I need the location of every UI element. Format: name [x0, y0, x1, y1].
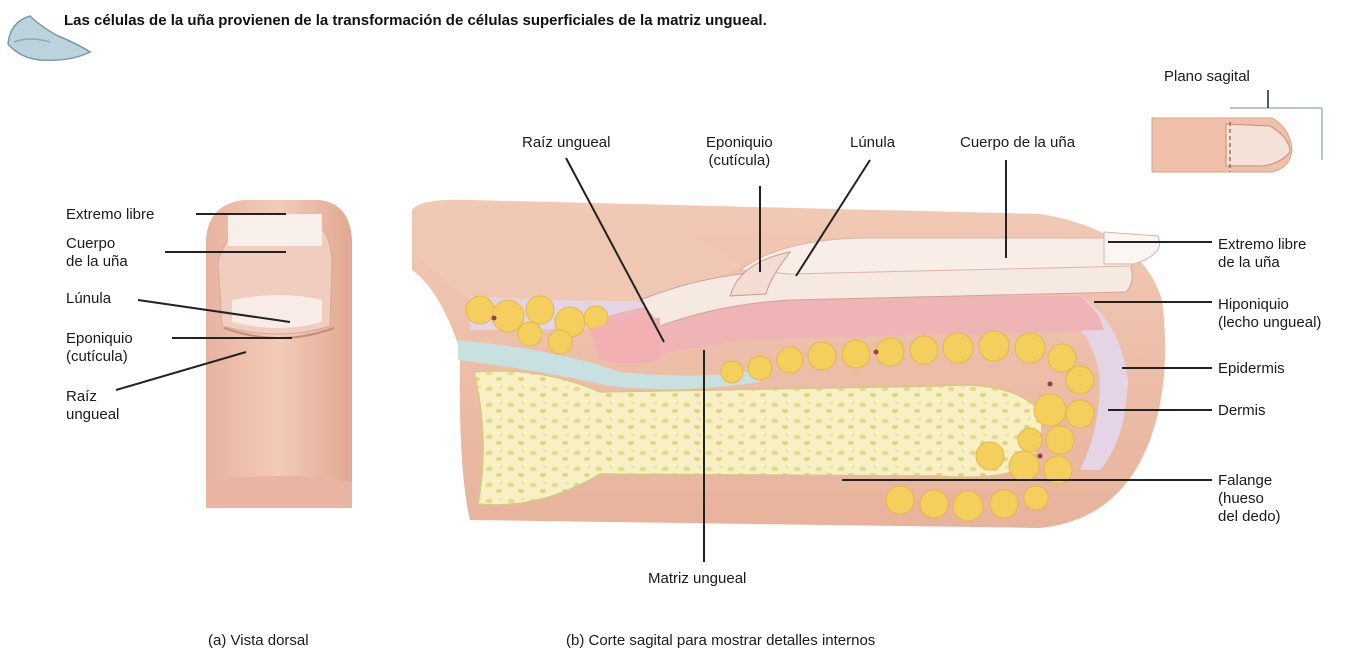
label-sagittal-nail-root: Raíz ungueal — [522, 134, 610, 152]
sagittal-section — [412, 200, 1165, 528]
label-dorsal-nail-root: Raíz ungueal — [66, 388, 119, 424]
label-dorsal-free-edge: Extremo libre — [66, 206, 154, 224]
label-sagittal-eponychium: Eponiquio (cutícula) — [706, 134, 773, 170]
label-sagittal-epidermis: Epidermis — [1218, 360, 1285, 378]
label-sagittal-dermis: Dermis — [1218, 402, 1266, 420]
inset-finger — [1152, 90, 1322, 172]
dorsal-finger — [206, 200, 352, 508]
label-sagittal-free-edge: Extremo libre de la uña — [1218, 236, 1306, 272]
label-sagittal-phalanx: Falange (hueso del dedo) — [1218, 472, 1281, 526]
label-dorsal-nail-body: Cuerpo de la uña — [66, 235, 128, 271]
label-sagittal-plane: Plano sagital — [1164, 68, 1250, 86]
label-sagittal-hyponychium: Hiponiquio (lecho ungueal) — [1218, 296, 1321, 332]
label-dorsal-lunula: Lúnula — [66, 290, 111, 308]
label-dorsal-eponychium: Eponiquio (cutícula) — [66, 330, 133, 366]
caption-dorsal-view: (a) Vista dorsal — [208, 632, 309, 649]
label-sagittal-nail-body: Cuerpo de la uña — [960, 134, 1075, 152]
caption-sagittal-view: (b) Corte sagital para mostrar detalles … — [566, 632, 875, 649]
label-sagittal-lunula: Lúnula — [850, 134, 895, 152]
figure-title: Las células de la uña provienen de la tr… — [64, 12, 767, 29]
label-sagittal-nail-matrix: Matriz ungueal — [648, 570, 746, 588]
